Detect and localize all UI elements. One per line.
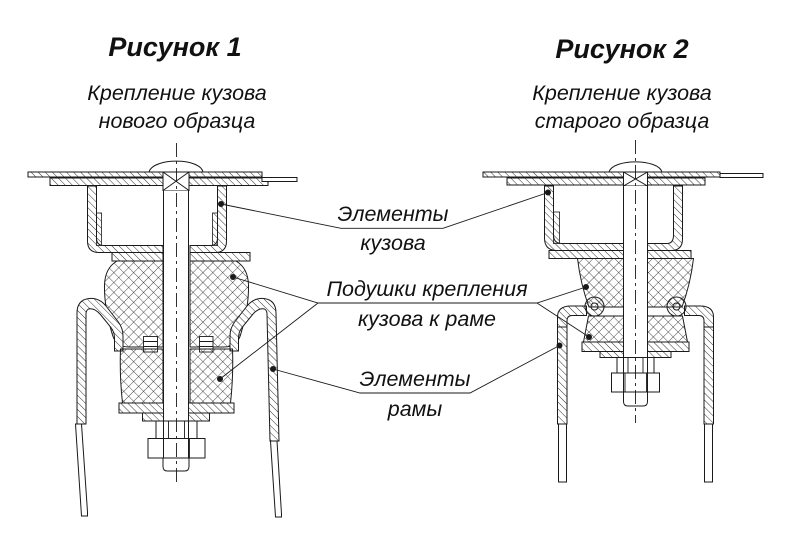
frame-leg-right-lower — [704, 423, 713, 483]
figure1-title: Рисунок 1 — [108, 32, 242, 62]
frame-leg-left — [74, 423, 88, 517]
hex-nut-upper-facets — [627, 357, 644, 373]
callout-frame-elements: Элементы рамы — [332, 364, 498, 424]
figure1-subtitle-line1: Крепление кузова — [87, 81, 267, 105]
leader-mount-cushions — [219, 276, 590, 380]
body-floor-plate-upper — [482, 171, 721, 178]
cushion-retainer-left — [548, 250, 624, 259]
bolt-shaft-fill — [163, 190, 189, 458]
figure2-subtitle-line2: старого образца — [534, 109, 710, 133]
body-cup-left-step — [553, 211, 560, 244]
bolt-head-dome — [148, 160, 204, 173]
upper-cushion-right — [189, 260, 250, 348]
frame-leg-left-upper — [557, 326, 568, 425]
body-floor-plate-lower — [49, 177, 269, 186]
lower-cushion-right — [647, 315, 689, 343]
callout-body-elements-line1: Элементы — [337, 202, 449, 226]
figure2-subtitle: Крепление кузова старого образца — [497, 79, 747, 135]
frame-plate-left — [557, 305, 587, 328]
leader-dot — [586, 334, 592, 340]
bolt-tip — [162, 457, 190, 472]
upper-cushion-right — [647, 258, 695, 308]
frame-crossmember — [557, 296, 714, 328]
frame-leg-left-lower — [558, 423, 567, 483]
cushion-retainer-right — [189, 252, 251, 262]
hex-nut-upper-facets — [168, 421, 185, 439]
leader-dot — [217, 376, 223, 382]
cushion-retainer-right — [647, 250, 692, 259]
lower-cushion-right — [189, 348, 234, 404]
figure1-subtitle: Крепление кузова нового образца — [52, 79, 302, 135]
leader-lines — [217, 189, 592, 394]
upper-cushion-left — [576, 258, 624, 308]
cushion-spacers — [143, 336, 214, 353]
frame-leg-right-upper — [703, 326, 714, 425]
bolt-section-cross — [162, 171, 190, 191]
callout-mount-cushions: Подушки крепления кузова к раме — [316, 274, 538, 334]
body-floor-flange-tail — [261, 177, 298, 182]
callout-frame-elements-line1: Элементы — [359, 367, 471, 391]
body-cup-right-step — [212, 212, 218, 246]
lower-cushion-left — [119, 348, 164, 404]
upper-cushion-left — [103, 260, 164, 348]
body-floor-flange-tail — [719, 173, 764, 178]
figure1-drawing — [27, 143, 298, 518]
body-floor-plate-upper — [27, 171, 263, 178]
leader-dot — [230, 274, 236, 280]
body-cup-right — [647, 185, 683, 251]
body-cup-left-step — [96, 212, 102, 246]
callout-mount-cushions-line1: Подушки крепления — [326, 277, 528, 301]
callout-body-elements-line2: кузова — [360, 231, 426, 255]
figure2-drawing — [482, 140, 764, 483]
leader-dot — [270, 366, 276, 372]
body-floor-plate-lower — [506, 177, 706, 186]
callout-frame-elements-line2: рамы — [387, 397, 443, 421]
leader-dot — [218, 201, 224, 207]
leader-dot — [545, 189, 551, 196]
figure2-title: Рисунок 2 — [555, 34, 689, 64]
cushion-retainer-left — [111, 252, 164, 262]
figure2-subtitle-line1: Крепление кузова — [532, 81, 712, 105]
hex-nut-lower-facets — [624, 373, 647, 392]
callout-body-elements: Элементы кузова — [310, 200, 476, 258]
body-cup-right — [189, 185, 227, 253]
bolt-shaft — [163, 190, 189, 458]
figure1-subtitle-line2: нового образца — [98, 109, 256, 133]
leader-body-elements — [220, 192, 549, 229]
hex-nut-lower-facets — [163, 438, 190, 458]
frame-bracket-left — [76, 297, 124, 425]
frame-leg-right — [269, 440, 282, 518]
leader-dot — [583, 284, 589, 290]
callout-mount-cushions-line2: кузова к раме — [357, 307, 497, 331]
leader-dot — [556, 342, 563, 349]
leader-frame-elements — [272, 345, 560, 394]
frame-plate-right — [684, 305, 714, 328]
